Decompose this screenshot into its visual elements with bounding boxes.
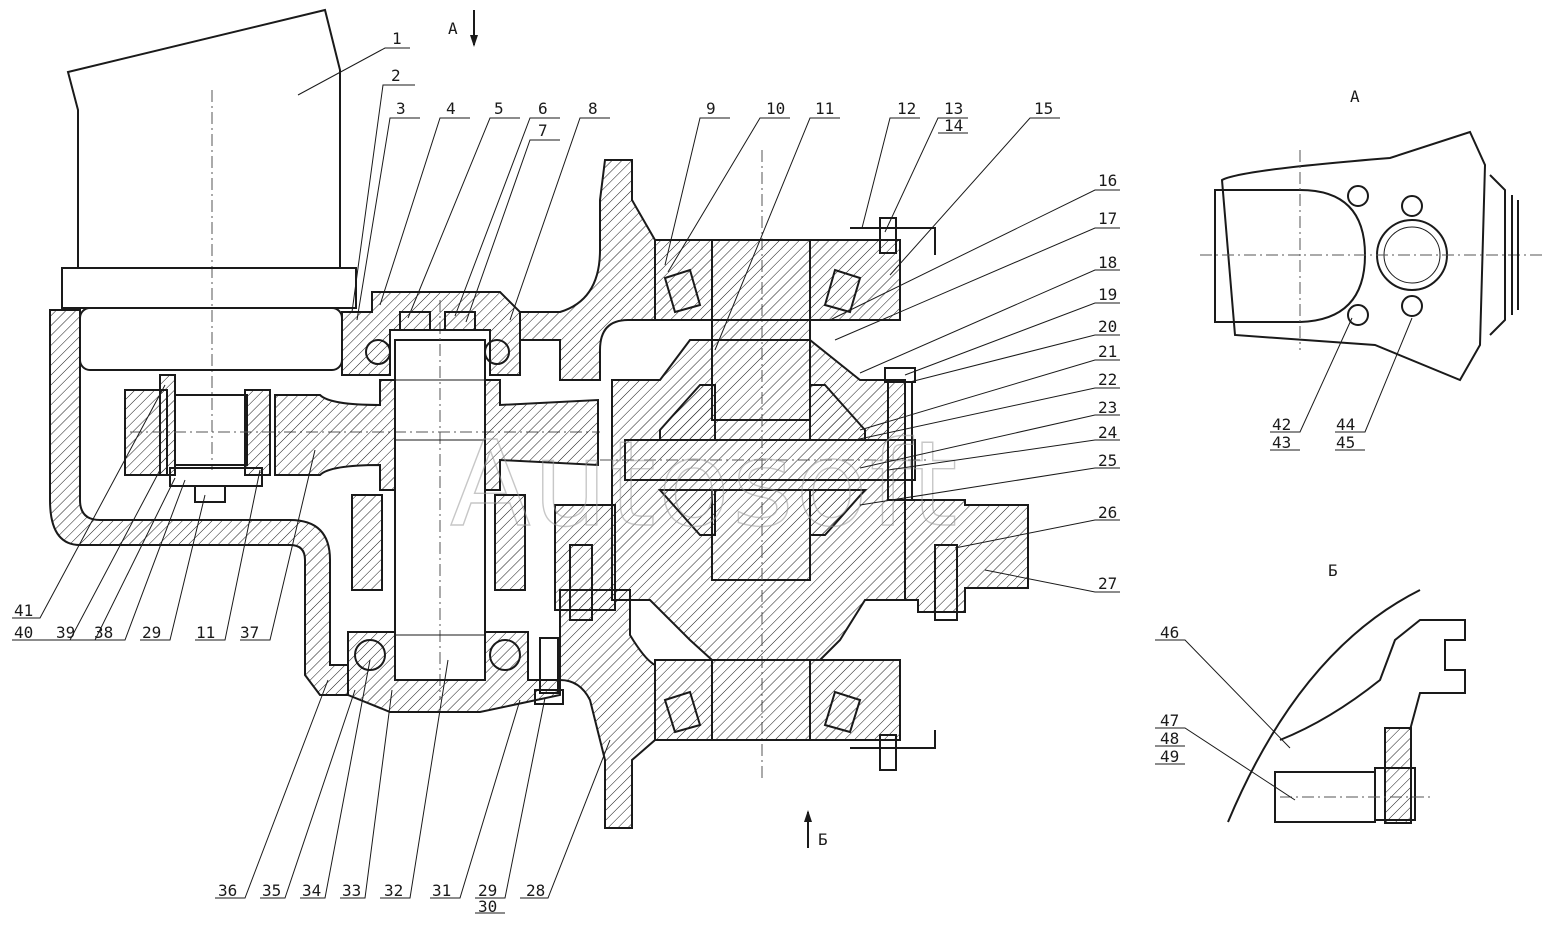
callout-42: 42 [1272,415,1291,434]
callout-7: 7 [538,121,548,140]
view-b: Б [1227,561,1466,824]
lower-ball-bearing-left [354,639,386,671]
upper-ball-bearing-right [484,339,510,365]
callout-21: 21 [1098,342,1117,361]
callout-49: 49 [1160,747,1179,766]
callout-4: 4 [446,99,456,118]
callout-15: 15 [1034,99,1053,118]
callout-45: 45 [1336,433,1355,452]
callout-9: 9 [706,99,716,118]
callout-35: 35 [262,881,281,900]
callout-11: 11 [815,99,834,118]
upper-ball-bearing-left [365,339,391,365]
callout-27: 27 [1098,574,1117,593]
callout-6: 6 [538,99,548,118]
callout-36: 36 [218,881,237,900]
callout-28: 28 [526,881,545,900]
callout-47: 47 [1160,711,1179,730]
callout-43: 43 [1272,433,1291,452]
taper-bearing-top-left [663,268,702,314]
motor-flange [61,267,357,309]
differential-housing [519,159,656,381]
callout-3: 3 [396,99,406,118]
callout-24: 24 [1098,423,1117,442]
callout-17: 17 [1098,209,1117,228]
side-gear-left [659,384,716,441]
section-arrow-a: А [448,10,478,47]
callout-34: 34 [302,881,321,900]
watermark: Autosoft [450,415,959,553]
callout-40: 40 [14,623,33,642]
callout-48: 48 [1160,729,1179,748]
callout-10: 10 [766,99,785,118]
taper-bearing-bottom-left [663,690,702,734]
lower-bearing-cover [347,631,561,713]
callout-46: 46 [1160,623,1179,642]
leader-lines [12,47,1413,914]
svg-text:Б: Б [818,830,828,849]
callout-20: 20 [1098,317,1117,336]
callout-32: 32 [384,881,403,900]
callout-33: 33 [342,881,361,900]
callout-44: 44 [1336,415,1355,434]
callout-11b: 11 [196,623,215,642]
callout-30: 30 [478,897,497,916]
callout-22: 22 [1098,370,1117,389]
svg-text:А: А [1350,87,1360,106]
intermediate-shaft [274,379,396,491]
callout-1: 1 [392,29,402,48]
callout-5: 5 [494,99,504,118]
callout-2: 2 [391,66,401,85]
section-arrow-b: Б [804,810,828,849]
svg-text:Б: Б [1328,561,1338,580]
motor-housing [66,8,341,268]
callout-8: 8 [588,99,598,118]
callout-39: 39 [56,623,75,642]
svg-text:А: А [448,19,458,38]
flange-bolt [934,544,958,621]
lower-ball-bearing-right [489,639,521,671]
callout-25: 25 [1098,451,1117,470]
taper-bearing-bottom-right [823,690,862,734]
callout-16: 16 [1098,171,1117,190]
callout-labels: 1 2 3 4 5 6 7 8 9 10 11 12 13 14 15 16 1… [14,29,1355,916]
callout-19: 19 [1098,285,1117,304]
callout-37: 37 [240,623,259,642]
callout-29a: 29 [142,623,161,642]
callout-29b: 29 [478,881,497,900]
callout-13: 13 [944,99,963,118]
callout-12: 12 [897,99,916,118]
callout-38: 38 [94,623,113,642]
bolt-head-44 [1401,195,1423,217]
callout-26: 26 [1098,503,1117,522]
callout-18: 18 [1098,253,1117,272]
view-a: А [1200,87,1545,382]
callout-23: 23 [1098,398,1117,417]
callout-31: 31 [432,881,451,900]
callout-41: 41 [14,601,33,620]
main-section-view [49,8,1029,829]
taper-bearing-top-right [823,268,862,314]
callout-14: 14 [944,116,963,135]
bolt-head-42 [1347,185,1369,207]
